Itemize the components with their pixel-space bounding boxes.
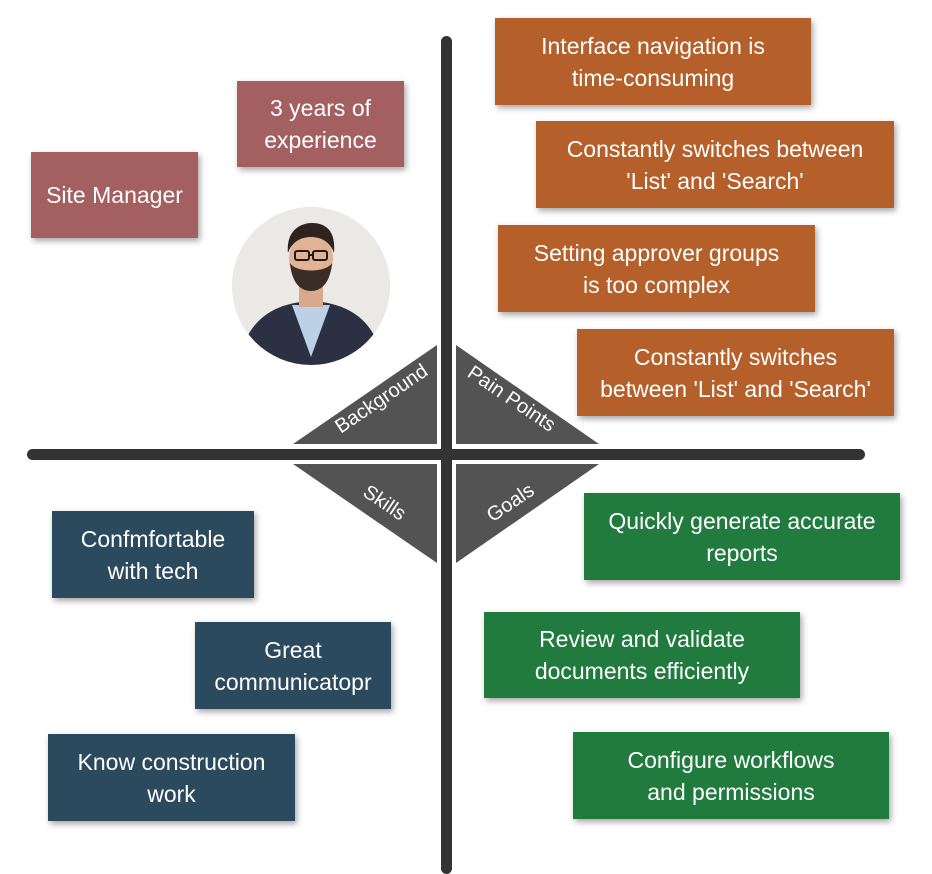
- card-line: experience: [264, 127, 377, 153]
- card-line: Confmfortable: [80, 525, 226, 552]
- card-line: Setting approver groups: [533, 239, 780, 266]
- skill-card-2: Great communicatopr: [195, 622, 391, 709]
- card-line: 3 years of: [270, 95, 371, 121]
- pain-point-card-2: Constantly switches between 'List' and 'S…: [536, 121, 894, 208]
- card-line: 'List' and 'Search': [626, 167, 804, 194]
- pain-point-card-1: Interface navigation is time-consuming: [495, 18, 811, 105]
- goal-card-3: Configure workflows and permissions: [573, 732, 889, 819]
- card-line: Interface navigation is: [541, 32, 765, 59]
- card-line: Constantly switches between: [566, 135, 864, 162]
- card-line: Quickly generate accurate: [608, 507, 876, 534]
- card-line: Great: [264, 636, 322, 663]
- background-card-role: Site Manager: [31, 152, 198, 238]
- skill-card-1: Confmfortable with tech: [52, 511, 254, 598]
- person-photo-icon: [232, 207, 390, 365]
- skill-card-3: Know construction work: [48, 734, 295, 821]
- background-triangle: [293, 345, 437, 444]
- card-line: time-consuming: [571, 64, 735, 91]
- card-line: work: [147, 780, 196, 807]
- card-line: Review and validate: [539, 626, 745, 652]
- horizontal-axis: [27, 449, 865, 460]
- pain-point-card-3: Setting approver groups is too complex: [498, 225, 815, 312]
- pain-points-triangle: [456, 345, 599, 444]
- persona-photo: [232, 207, 390, 365]
- pain-point-card-4: Constantly switches between 'List' and 'S…: [577, 329, 894, 416]
- goal-card-1: Quickly generate accurate reports: [584, 493, 900, 580]
- card-line: Site Manager: [46, 182, 183, 208]
- card-line: between 'List' and 'Search': [600, 375, 871, 402]
- skills-triangle: [293, 464, 437, 563]
- card-line: Know construction: [77, 748, 266, 775]
- card-line: is too complex: [582, 271, 730, 298]
- goal-card-2: Review and validate documents efficiently: [484, 612, 800, 698]
- goals-triangle: [456, 464, 599, 563]
- card-line: communicatopr: [214, 668, 372, 695]
- card-line: Constantly switches: [633, 343, 838, 370]
- background-card-experience: 3 years of experience: [237, 81, 404, 167]
- card-line: Configure workflows: [627, 746, 835, 773]
- card-line: reports: [706, 539, 778, 566]
- card-line: documents efficiently: [534, 658, 750, 684]
- card-line: and permissions: [647, 778, 815, 805]
- card-line: with tech: [107, 557, 199, 584]
